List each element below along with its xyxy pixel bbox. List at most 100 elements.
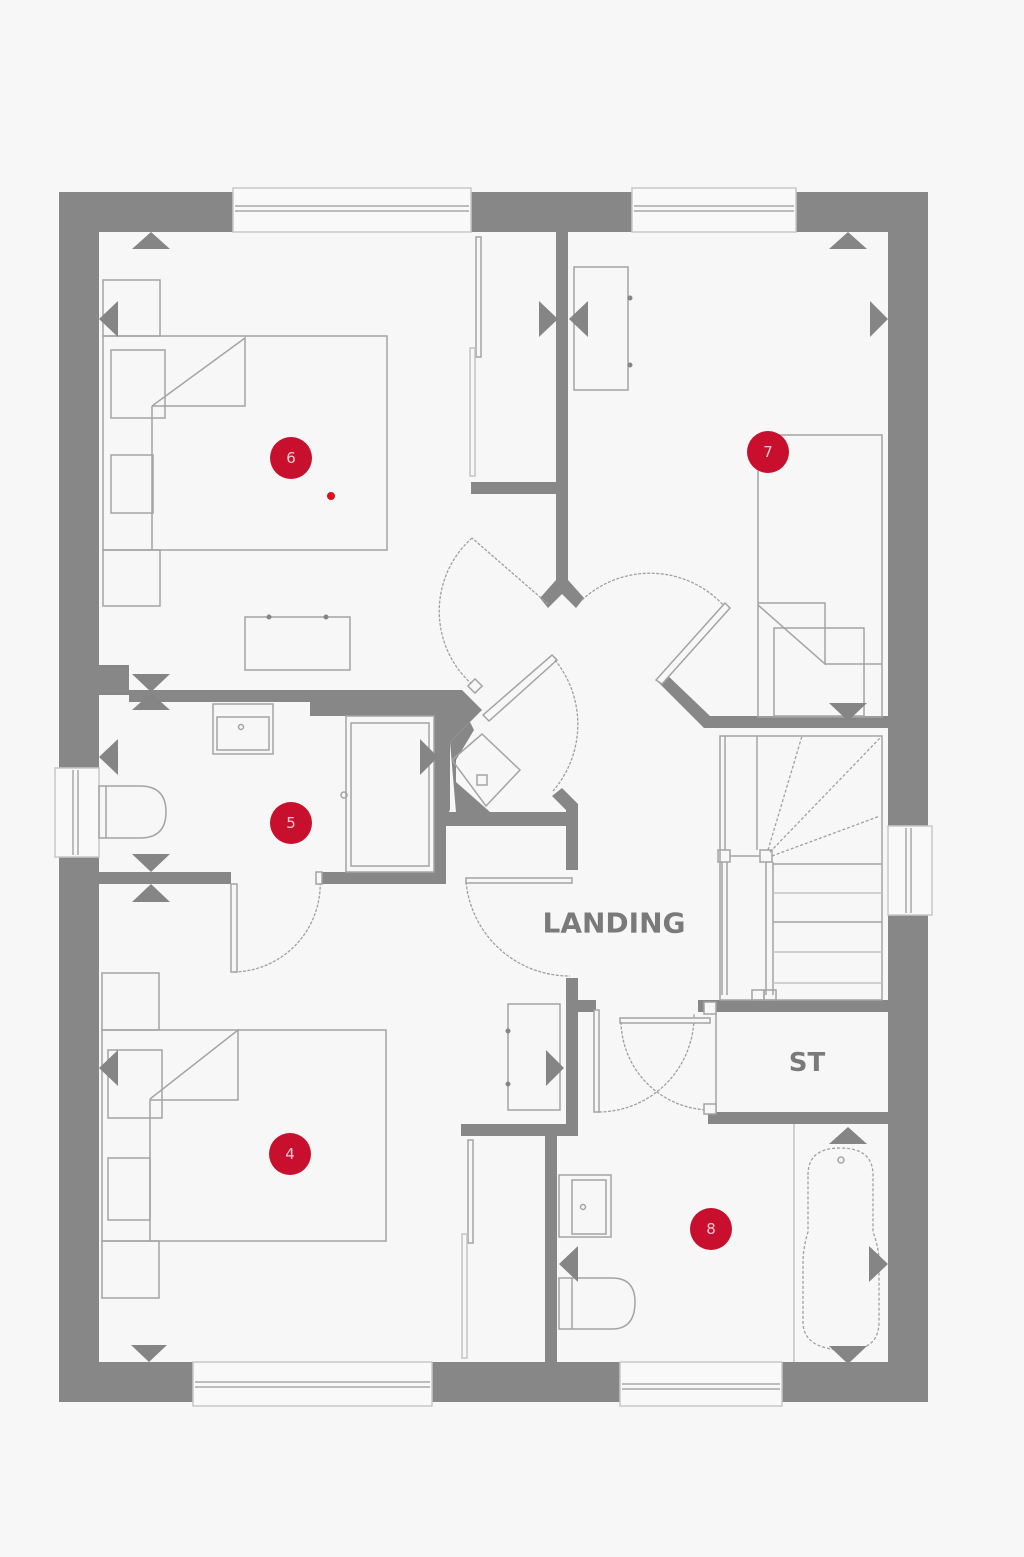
desk xyxy=(573,266,629,391)
wall-landing-bed4 xyxy=(566,978,578,1136)
wall-left-lower xyxy=(59,857,99,1401)
wall-bottom-middle xyxy=(432,1362,620,1402)
wall-ensuite-top-thick xyxy=(310,702,442,716)
wall-left-upper xyxy=(59,192,99,768)
room-badge-5-text: 5 xyxy=(286,814,296,832)
wall-bed6-bed7 xyxy=(556,232,568,592)
wall-cupboard-bottom xyxy=(442,812,577,826)
pillow xyxy=(110,454,154,514)
desk xyxy=(507,1003,561,1111)
basin xyxy=(558,1174,612,1238)
triangle-arrow-icon xyxy=(132,854,170,872)
wall-right-upper xyxy=(888,192,928,826)
window-bathroom-8 xyxy=(619,1361,783,1407)
triangle-arrow-icon xyxy=(420,739,438,775)
door-bedroom-4[interactable] xyxy=(593,1009,695,1113)
room-bedroom-6[interactable]: 6 xyxy=(99,232,558,692)
red-dot-icon xyxy=(327,492,335,500)
wc xyxy=(98,785,167,839)
room-badge-8 xyxy=(690,1208,732,1250)
exterior-walls xyxy=(59,192,928,1402)
room-badge-6 xyxy=(270,437,312,479)
double-bed xyxy=(101,1029,387,1242)
wall-stub-left xyxy=(99,665,129,695)
room-bedroom-4[interactable]: 4 xyxy=(99,972,564,1362)
triangle-arrow-icon xyxy=(569,301,588,337)
window-bedroom-6 xyxy=(232,187,472,233)
door-ensuite-5[interactable] xyxy=(230,871,323,973)
door-ensuite-diagonal[interactable] xyxy=(481,653,579,792)
door-landing-left[interactable] xyxy=(465,877,573,977)
pillow xyxy=(110,349,166,419)
wall-cupboard-diagonal xyxy=(450,722,490,812)
room-landing[interactable]: LANDING xyxy=(450,732,686,940)
room-bedroom-7[interactable]: 7 xyxy=(569,232,888,721)
wardrobe-door xyxy=(475,236,482,358)
wall-bed4-bathroom xyxy=(545,1124,557,1362)
triangle-arrow-icon xyxy=(131,1345,167,1362)
wall-bottom-right xyxy=(782,1362,928,1402)
bedside-table-top xyxy=(101,972,160,1031)
room-badge-8-text: 8 xyxy=(706,1220,716,1238)
triangle-arrow-icon xyxy=(870,301,888,337)
corner-cupboard xyxy=(450,732,522,808)
triangle-arrow-icon xyxy=(132,674,170,692)
triangle-arrow-icon xyxy=(99,739,118,775)
bedside-table-bottom xyxy=(101,1240,160,1299)
triangle-arrow-icon xyxy=(559,1246,578,1282)
room-badge-4 xyxy=(269,1133,311,1175)
window-ensuite-5 xyxy=(54,767,100,858)
dresser xyxy=(244,616,351,671)
wall-door-junction xyxy=(540,580,584,608)
wall-ensuite-bottom-left xyxy=(99,872,231,884)
wall-stairs-bottom xyxy=(698,1000,888,1012)
bath xyxy=(802,1147,880,1351)
wall-top-middle xyxy=(471,192,632,232)
room-bathroom-8[interactable]: 8 xyxy=(558,1124,888,1364)
windows xyxy=(54,187,933,1407)
wall-ensuite-corner xyxy=(440,690,482,822)
stair-outline xyxy=(719,735,883,1001)
wall-ensuite-bottom-right xyxy=(322,872,446,884)
wall-ensuite-right xyxy=(434,716,446,882)
basin xyxy=(212,703,274,755)
wardrobe-door xyxy=(469,347,476,477)
wall-wardrobe-4-top xyxy=(461,1124,578,1136)
storage-label: ST xyxy=(789,1048,826,1078)
triangle-arrow-icon xyxy=(99,301,118,337)
triangle-arrow-icon xyxy=(132,693,170,710)
triangle-arrow-icon xyxy=(546,1050,564,1086)
triangle-arrow-icon xyxy=(132,232,170,249)
triangle-arrow-icon xyxy=(132,884,170,902)
triangle-arrow-icon xyxy=(829,703,867,721)
room-storage[interactable]: ST xyxy=(715,1012,826,1112)
single-bed xyxy=(757,434,883,718)
window-bedroom-4 xyxy=(192,1361,433,1407)
wall-bed7-bottom xyxy=(656,672,888,728)
wall-bed6-ensuite xyxy=(129,690,461,702)
wall-bottom-left xyxy=(59,1362,193,1402)
pillow xyxy=(107,1049,163,1119)
triangle-arrow-icon xyxy=(829,1127,867,1144)
landing-label: LANDING xyxy=(542,907,685,940)
wall-landing-stub-2 xyxy=(578,1000,596,1012)
door-bathroom-8[interactable] xyxy=(619,1001,717,1115)
wall-storage-bottom xyxy=(708,1112,888,1124)
wall-wardrobe-6-bottom xyxy=(471,482,559,494)
triangle-arrow-icon xyxy=(539,301,558,337)
room-badge-6-text: 6 xyxy=(286,449,296,467)
room-badge-7 xyxy=(747,431,789,473)
wardrobe-door xyxy=(461,1233,468,1359)
doors xyxy=(230,537,732,1115)
wc xyxy=(558,1277,636,1330)
door-bedroom-7[interactable] xyxy=(581,572,732,685)
triangle-arrow-icon xyxy=(829,232,867,249)
bedside-table-bottom xyxy=(102,549,161,607)
window-bedroom-7 xyxy=(631,187,797,233)
triangle-arrow-icon xyxy=(829,1346,867,1364)
door-bedroom-6[interactable] xyxy=(438,537,549,695)
room-badge-4-text: 4 xyxy=(285,1145,295,1163)
room-ensuite-5[interactable]: 5 xyxy=(98,693,438,902)
room-badge-7-text: 7 xyxy=(763,443,773,461)
